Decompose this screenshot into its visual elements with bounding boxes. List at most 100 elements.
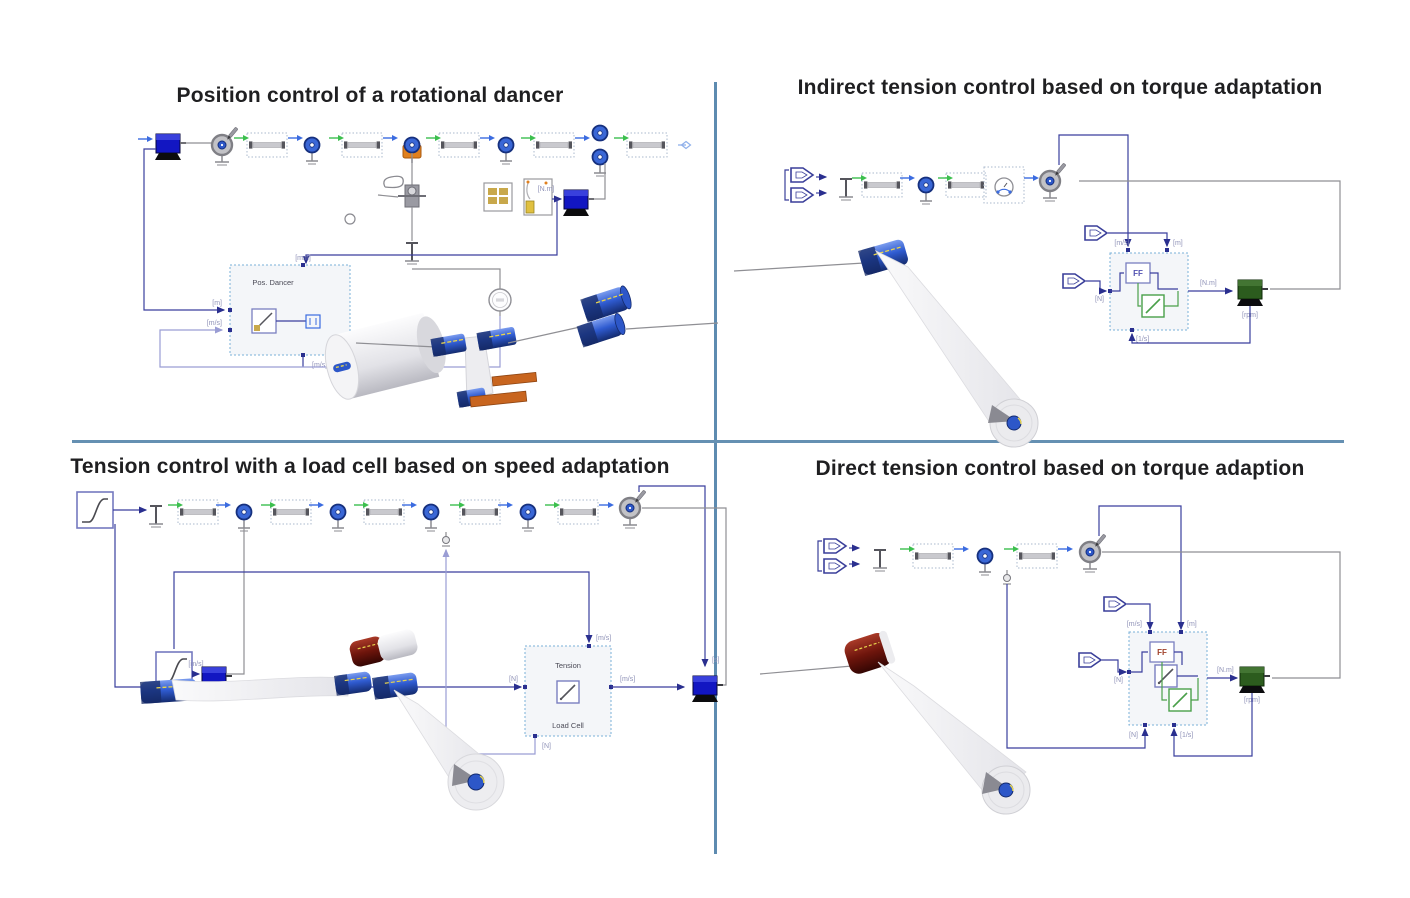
speed-gauge-icon xyxy=(488,288,512,317)
web-span-icon xyxy=(438,132,480,158)
web-line xyxy=(355,342,437,348)
port-label: [m/s] xyxy=(596,635,611,642)
nip-roll-maroon-3d xyxy=(349,636,386,667)
torque-adaptation-controller: [m/s] [m] [N] [1/s] FF xyxy=(1095,240,1189,343)
tension-station-icon xyxy=(523,178,553,216)
signal-connector-icon xyxy=(1084,225,1108,241)
blue-arrow-icon xyxy=(287,134,304,142)
pi-block-icon xyxy=(1154,664,1178,688)
tension-label: Tension xyxy=(555,661,581,670)
unwind-roll-3d xyxy=(324,312,446,400)
tr-diagram-canvas: [m/s] [m] [N] [1/s] FF [N.m] [rpm] xyxy=(733,134,1341,448)
web-span-icon xyxy=(945,172,987,198)
load-cell-roller-icon xyxy=(422,503,440,532)
support-stand-icon xyxy=(148,505,164,528)
web-span-icon xyxy=(459,499,501,525)
port-label: [m/s] xyxy=(1114,240,1129,247)
port-label: [m/s] xyxy=(312,362,327,369)
observer-box xyxy=(983,166,1025,204)
port-label: [m] xyxy=(1187,621,1197,628)
ramp-source-icon xyxy=(76,491,114,529)
load-cell-block-icon xyxy=(556,680,580,704)
br-3d-render xyxy=(759,630,1031,815)
blue-arrow-icon xyxy=(953,545,970,553)
support-stand-icon xyxy=(838,178,854,201)
dancer-arm-3d xyxy=(491,371,538,387)
tr-control-circuit: [m/s] [m] [N] [1/s] FF [N.m] [rpm] xyxy=(1058,134,1341,344)
web-span-icon xyxy=(363,499,405,525)
chain-end-connector-icon xyxy=(677,140,692,150)
green-arrow-icon xyxy=(425,134,442,142)
port-label: [N] xyxy=(1129,732,1138,739)
load-cell-controller: Tension Load Cell [m/s] [N] [m/s] [N] xyxy=(509,635,635,750)
web-span-icon xyxy=(177,499,219,525)
web-span-icon xyxy=(270,499,312,525)
limiter-block-icon xyxy=(305,314,321,329)
drive-motor-icon xyxy=(562,189,595,217)
green-arrow-icon xyxy=(260,501,277,509)
port-label: [m/s] xyxy=(620,676,635,683)
bl-diagram-canvas: [m/s] Tension Load Cell [m/s] [N] [m/s] … xyxy=(76,485,727,811)
dancer-mechanism-icon xyxy=(398,153,426,265)
roller-icon xyxy=(976,547,994,576)
web-span-icon xyxy=(246,132,288,158)
green-arrow-icon xyxy=(233,134,250,142)
br-machine-chain xyxy=(818,533,1107,585)
unwind-roll-icon xyxy=(210,133,234,167)
green-arrow-icon xyxy=(937,174,954,182)
blue-arrow-icon xyxy=(1057,545,1074,553)
pencil-icon xyxy=(633,489,647,505)
web-span-icon xyxy=(533,132,575,158)
web-line xyxy=(625,322,719,330)
winder-roll-icon xyxy=(618,496,642,530)
signal-connector-icon xyxy=(785,168,813,202)
support-stand-icon xyxy=(872,549,888,572)
tl-diagram-canvas: [N.m] Pos. Dancer [mm] [m] [m/s] [m/s] xyxy=(137,124,719,408)
web-span-icon xyxy=(341,132,383,158)
roller-icon xyxy=(303,136,321,165)
title-top-right: Indirect tension control based on torque… xyxy=(797,76,1323,99)
motor-top-label: [s] xyxy=(712,657,719,664)
nip-roller-3d xyxy=(334,671,372,696)
torque-label: [N.m] xyxy=(538,186,555,193)
title-bottom-right: Direct tension control based on torque a… xyxy=(815,457,1305,480)
web-line xyxy=(507,326,581,344)
dancer-arm-3d xyxy=(469,390,528,408)
load-sensor-icon xyxy=(441,531,451,547)
green-arrow-icon xyxy=(851,174,868,182)
bl-3d-render xyxy=(140,629,505,811)
blue-arrow-icon xyxy=(382,134,399,142)
web-line xyxy=(733,262,865,272)
winder-motor-icon xyxy=(1238,666,1271,694)
blue-arrow-icon xyxy=(574,134,591,142)
green-arrow-icon xyxy=(899,545,916,553)
web-span-icon xyxy=(1016,543,1058,569)
roller-icon xyxy=(497,136,515,165)
signal-connector-icon xyxy=(1062,273,1086,289)
port-label: [N] xyxy=(1114,677,1123,684)
controller-label: Pos. Dancer xyxy=(252,278,294,287)
web-line xyxy=(759,665,853,675)
port-label: [m] xyxy=(212,300,222,307)
roller-icon xyxy=(917,176,935,205)
web-span-icon xyxy=(557,499,599,525)
dancer-weight-icon xyxy=(383,175,404,189)
blue-arrow-icon xyxy=(479,134,496,142)
green-arrow-icon xyxy=(520,134,537,142)
roller-icon xyxy=(519,503,537,532)
unwind-motor-icon xyxy=(154,133,187,161)
horizontal-divider xyxy=(72,440,1344,443)
tr-machine-chain xyxy=(785,162,1067,205)
port-label: [m/s] xyxy=(1127,621,1142,628)
port-label: [N] xyxy=(509,676,518,683)
blue-arrow-icon xyxy=(1023,174,1040,182)
winder-roll-icon xyxy=(1078,540,1102,574)
green-arrow-icon xyxy=(613,134,630,142)
port-label: [N] xyxy=(1095,296,1104,303)
tl-3d-render xyxy=(324,285,719,408)
signal-connector-icon xyxy=(1103,596,1127,612)
br-control-circuit: [m/s] [m] [N] [N] [1/s] FF [N.m] [rpm] xyxy=(1006,505,1341,757)
ramp-out-label: [m/s] xyxy=(188,661,203,668)
green-arrow-icon xyxy=(449,501,466,509)
